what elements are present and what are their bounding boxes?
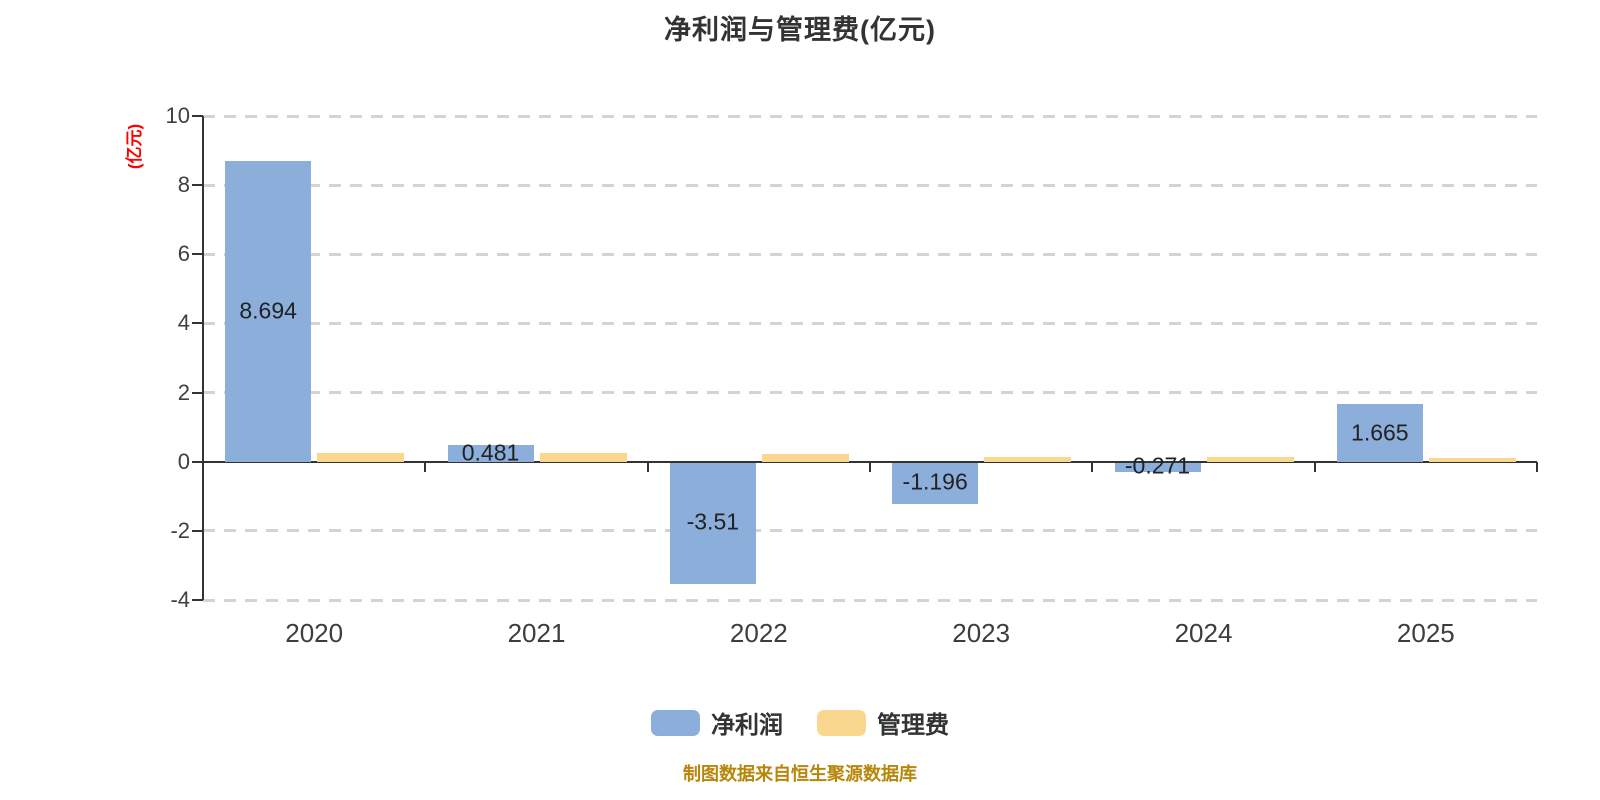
management-fee-legend-label: 管理费 bbox=[877, 712, 949, 739]
net-profit-legend-label: 净利润 bbox=[711, 712, 783, 739]
y-tick-label-4: 4 bbox=[177, 310, 190, 336]
gridline-10 bbox=[203, 114, 1537, 118]
gridline-6 bbox=[203, 252, 1537, 256]
y-tick-label--2: -2 bbox=[170, 517, 190, 543]
y-tick-mark-4 bbox=[192, 322, 203, 325]
y-tick-mark-8 bbox=[192, 184, 203, 187]
y-tick-label-0: 0 bbox=[177, 448, 190, 474]
net-profit-bar-2024 bbox=[1114, 462, 1201, 473]
x-boundary-tick bbox=[1091, 461, 1094, 472]
chart-title: 净利润与管理费(亿元) bbox=[664, 15, 936, 45]
y-tick-label-8: 8 bbox=[177, 172, 190, 198]
y-tick-mark-2 bbox=[192, 391, 203, 394]
y-tick-label--4: -4 bbox=[170, 587, 190, 612]
x-tick-label-2023: 2023 bbox=[952, 618, 1011, 648]
gridline--4 bbox=[203, 598, 1537, 602]
net-profit-value-2024: -0.271 bbox=[1124, 452, 1191, 479]
x-boundary-tick bbox=[202, 461, 204, 472]
x-boundary-tick bbox=[424, 461, 427, 472]
y-tick-label-10: 10 bbox=[165, 103, 190, 128]
y-tick-mark--2 bbox=[192, 529, 203, 532]
management-fee-bar-2021 bbox=[539, 453, 627, 462]
x-boundary-tick bbox=[869, 461, 871, 472]
legend-item-management-fee: 管理费 bbox=[817, 705, 949, 740]
gridline--2 bbox=[203, 529, 1537, 533]
y-tick-mark-6 bbox=[192, 253, 203, 256]
x-tick-label-2020: 2020 bbox=[285, 618, 344, 648]
y-tick-mark--4 bbox=[192, 599, 203, 601]
x-boundary-tick bbox=[1313, 461, 1316, 472]
y-axis-line bbox=[202, 116, 204, 600]
net-profit-bar-2020 bbox=[225, 161, 312, 462]
net-profit-value-2025: 1.665 bbox=[1351, 419, 1409, 446]
y-axis-unit-text: (亿元) bbox=[125, 123, 145, 169]
y-tick-label-2: 2 bbox=[177, 379, 190, 405]
net-profit-bar-2025 bbox=[1336, 404, 1423, 462]
management-fee-bar-2024 bbox=[1206, 457, 1294, 462]
net-profit-swatch bbox=[651, 709, 700, 736]
gridline-4 bbox=[203, 321, 1537, 325]
y-tick-mark-0 bbox=[192, 460, 203, 463]
legend: 净利润 管理费 bbox=[0, 705, 1600, 740]
net-profit-bar-2021 bbox=[447, 445, 534, 462]
x-tick-label-2022: 2022 bbox=[729, 618, 788, 648]
y-tick-label-6: 6 bbox=[177, 241, 190, 267]
net-profit-bar-2023 bbox=[892, 462, 979, 505]
x-boundary-tick bbox=[1536, 461, 1538, 472]
net-profit-value-2020: 8.694 bbox=[239, 297, 297, 324]
net-profit-value-2022: -3.51 bbox=[686, 508, 740, 535]
x-tick-label-2025: 2025 bbox=[1396, 618, 1455, 648]
x-tick-label-2021: 2021 bbox=[507, 618, 566, 648]
x-boundary-tick bbox=[646, 461, 649, 472]
data-source-note: 制图数据来自恒生聚源数据库 bbox=[683, 764, 917, 784]
y-tick-mark-10 bbox=[192, 115, 203, 117]
management-fee-bar-2022 bbox=[761, 454, 849, 462]
management-fee-bar-2020 bbox=[317, 453, 405, 462]
management-fee-bar-2023 bbox=[984, 456, 1072, 462]
management-fee-swatch bbox=[817, 709, 866, 736]
x-tick-label-2024: 2024 bbox=[1174, 618, 1233, 648]
gridline-8 bbox=[203, 183, 1537, 187]
management-fee-bar-2025 bbox=[1428, 458, 1516, 462]
net-profit-bar-2022 bbox=[669, 462, 756, 585]
net-profit-value-2021: 0.481 bbox=[461, 439, 520, 466]
legend-item-net-profit: 净利润 bbox=[651, 705, 783, 740]
net-profit-value-2023: -1.196 bbox=[902, 468, 968, 495]
gridline-2 bbox=[203, 391, 1537, 395]
